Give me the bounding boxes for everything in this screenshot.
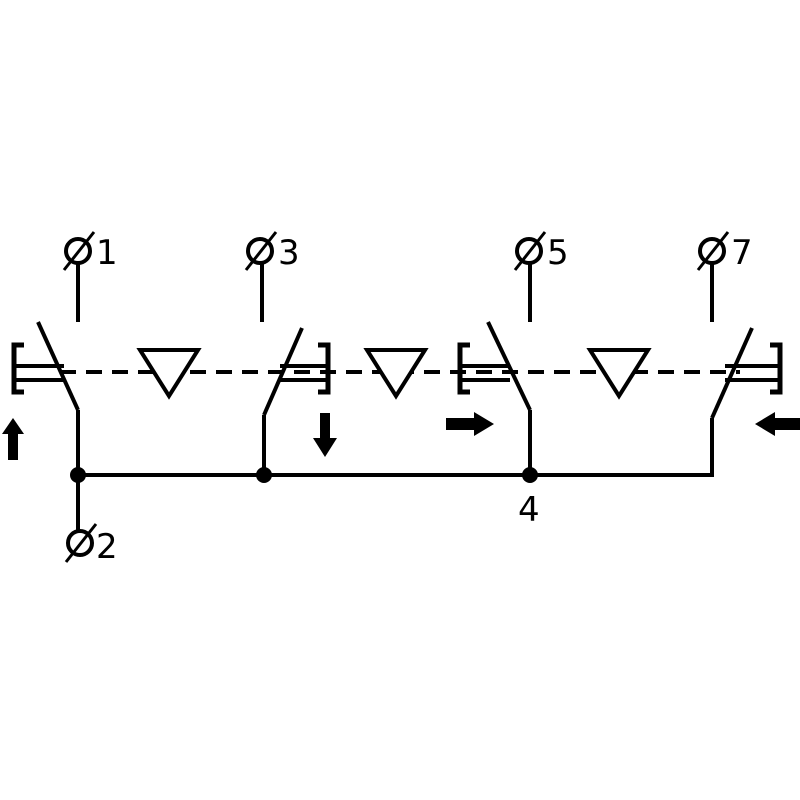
- terminal-symbol-7: [696, 231, 730, 271]
- terminal-label-2: 2: [96, 527, 118, 567]
- switch-contact-3: [260, 262, 304, 475]
- terminal-symbol-2: [64, 523, 98, 563]
- pushbutton-bracket-center-right: [457, 342, 510, 395]
- junction-dot-1: [70, 467, 86, 483]
- terminal-symbol-3: [244, 231, 278, 271]
- terminal-symbol-5: [513, 231, 547, 271]
- arrow-left-icon: [755, 412, 800, 436]
- terminal-label-7: 7: [731, 233, 753, 273]
- arrow-right-icon: [446, 412, 494, 436]
- junction-label-4: 4: [518, 490, 540, 530]
- switch-contact-1: [36, 262, 80, 475]
- pushbutton-bracket-left: [11, 342, 64, 395]
- arrow-down-icon: [313, 413, 337, 457]
- linkage-triangle-2: [363, 348, 429, 400]
- junction-dot-2: [256, 467, 272, 483]
- terminal-label-1: 1: [96, 233, 118, 273]
- switch-contact-5: [486, 262, 532, 475]
- terminal-symbol-1: [62, 231, 96, 271]
- arrow-up-icon: [2, 418, 24, 460]
- pushbutton-bracket-center: [280, 342, 331, 395]
- terminal-label-3: 3: [278, 233, 300, 273]
- terminal-label-5: 5: [547, 233, 569, 273]
- linkage-triangle-1: [136, 348, 202, 400]
- linkage-triangle-3: [586, 348, 652, 400]
- junction-dot-3: [522, 467, 538, 483]
- switch-contact-7: [710, 262, 754, 475]
